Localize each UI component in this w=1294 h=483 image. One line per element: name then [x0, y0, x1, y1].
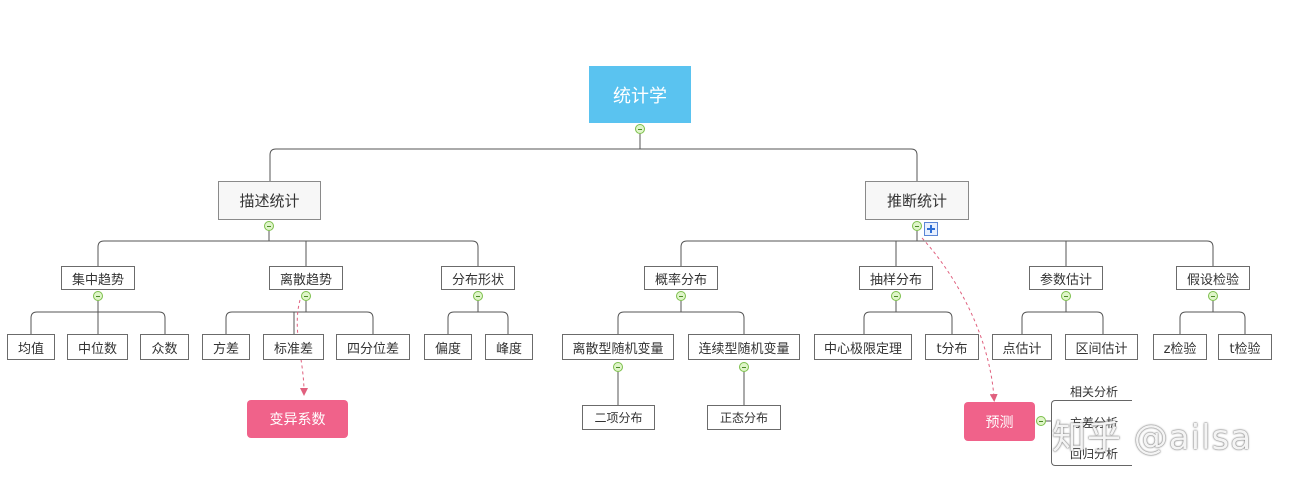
topic-t-test[interactable]: t检验 — [1218, 334, 1272, 360]
collapse-toggle-icon[interactable] — [264, 221, 274, 231]
topic-discrete-random-variable[interactable]: 离散型随机变量 — [562, 334, 674, 360]
collapse-toggle-icon[interactable] — [1208, 291, 1218, 301]
watermark: 知乎 @ailsa — [1052, 418, 1253, 458]
collapse-toggle-icon[interactable] — [473, 291, 483, 301]
collapse-toggle-icon[interactable] — [891, 291, 901, 301]
topic-central-limit-theorem[interactable]: 中心极限定理 — [814, 334, 912, 360]
topic-inferential-statistics[interactable]: 推断统计 — [865, 181, 969, 220]
collapse-toggle-icon[interactable] — [1061, 291, 1071, 301]
topic-mean[interactable]: 均值 — [7, 334, 55, 360]
topic-quartile-deviation[interactable]: 四分位差 — [336, 334, 410, 360]
collapse-toggle-icon[interactable] — [912, 221, 922, 231]
topic-t-distribution[interactable]: t分布 — [925, 334, 979, 360]
topic-variance[interactable]: 方差 — [202, 334, 250, 360]
collapse-toggle-icon[interactable] — [635, 124, 645, 134]
collapse-toggle-icon[interactable] — [739, 362, 749, 372]
topic-normal-distribution[interactable]: 正态分布 — [707, 405, 781, 430]
collapse-toggle-icon[interactable] — [1036, 416, 1046, 426]
floating-topic-variation-coefficient[interactable]: 变异系数 — [247, 400, 348, 438]
topic-continuous-random-variable[interactable]: 连续型随机变量 — [688, 334, 800, 360]
collapse-toggle-icon[interactable] — [676, 291, 686, 301]
topic-mode[interactable]: 众数 — [140, 334, 189, 360]
topic-probability-distribution[interactable]: 概率分布 — [644, 266, 718, 290]
topic-standard-deviation[interactable]: 标准差 — [263, 334, 324, 360]
topic-distribution-shape[interactable]: 分布形状 — [441, 266, 515, 290]
topic-kurtosis[interactable]: 峰度 — [485, 334, 533, 360]
topic-binomial-distribution[interactable]: 二项分布 — [582, 405, 655, 430]
collapse-toggle-icon[interactable] — [93, 291, 103, 301]
subtopic-bracket — [1051, 400, 1132, 466]
topic-interval-estimation[interactable]: 区间估计 — [1065, 334, 1138, 360]
topic-sampling-distribution[interactable]: 抽样分布 — [859, 266, 933, 290]
topic-analysis-of-variance[interactable]: 方差分析 — [1070, 416, 1119, 430]
topic-skewness[interactable]: 偏度 — [424, 334, 472, 360]
floating-topic-prediction[interactable]: 预测 — [964, 402, 1035, 441]
topic-regression-analysis[interactable]: 回归分析 — [1070, 447, 1119, 461]
topic-point-estimation[interactable]: 点估计 — [992, 334, 1052, 360]
relation-arrow-prediction — [921, 237, 998, 402]
topic-z-test[interactable]: z检验 — [1153, 334, 1207, 360]
topic-median[interactable]: 中位数 — [67, 334, 128, 360]
topic-hypothesis-testing[interactable]: 假设检验 — [1176, 266, 1250, 290]
root-topic[interactable]: 统计学 — [589, 66, 691, 123]
collapse-toggle-icon[interactable] — [613, 362, 623, 372]
collapse-toggle-icon[interactable] — [301, 291, 311, 301]
topic-parameter-estimation[interactable]: 参数估计 — [1029, 266, 1103, 290]
add-topic-icon[interactable] — [924, 222, 938, 236]
topic-central-tendency[interactable]: 集中趋势 — [61, 266, 135, 290]
topic-descriptive-statistics[interactable]: 描述统计 — [218, 181, 321, 220]
topic-correlation-analysis[interactable]: 相关分析 — [1070, 385, 1119, 399]
topic-dispersion[interactable]: 离散趋势 — [269, 266, 343, 290]
